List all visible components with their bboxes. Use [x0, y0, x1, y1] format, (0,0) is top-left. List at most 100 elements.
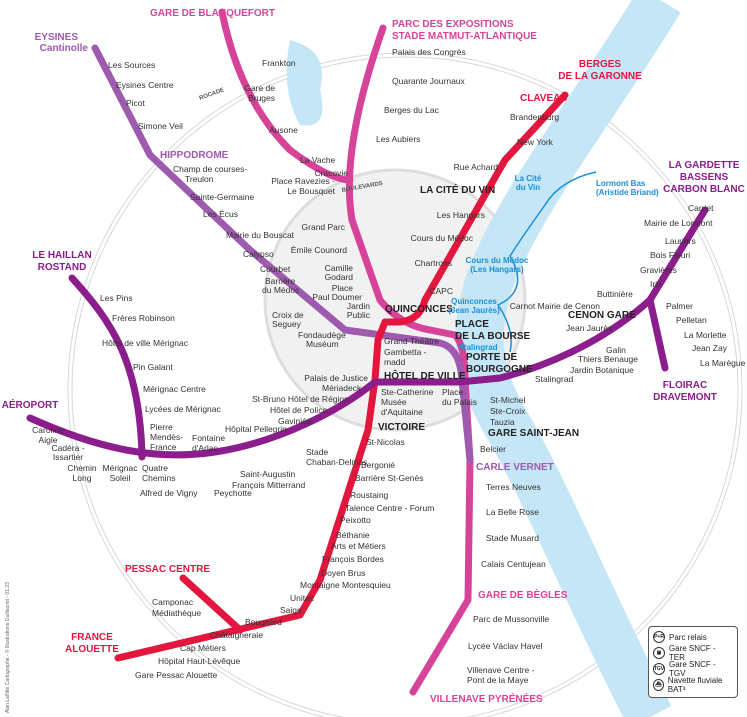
station-label[interactable]: Ste-Croix — [490, 406, 526, 416]
station-label[interactable]: Palais des Congrès — [392, 47, 466, 57]
station-label[interactable]: Belcier — [480, 444, 506, 454]
station-label[interactable]: Long — [73, 473, 92, 483]
line-d[interactable] — [91, 44, 474, 464]
station-label[interactable]: Paul Doumer — [312, 292, 362, 302]
station-label[interactable]: Berges du Lac — [384, 105, 440, 115]
station-label[interactable]: Peychotte — [214, 488, 252, 498]
station-label[interactable]: Grand Parc — [302, 222, 346, 232]
station-label[interactable]: Les Pins — [100, 293, 133, 303]
station-label[interactable]: Stade Musard — [486, 533, 539, 543]
station-label[interactable]: Alfred de Vigny — [140, 488, 198, 498]
station-label[interactable]: Gravières — [640, 265, 677, 275]
station-label[interactable]: Lycée Václav Havel — [468, 641, 542, 651]
station-label[interactable]: CAPC — [429, 286, 453, 296]
station-label[interactable]: Quatre — [142, 463, 168, 473]
line-a-gardette-branch[interactable] — [646, 206, 709, 304]
station-label[interactable]: Saint-Augustin — [240, 469, 296, 479]
station-label[interactable]: Chartrons — [415, 258, 452, 268]
station-label[interactable]: Grand Théâtre — [384, 336, 439, 346]
station-label[interactable]: Lauriers — [665, 236, 696, 246]
station-label[interactable]: Hôpital Pellegrin — [225, 424, 287, 434]
station-label[interactable]: d'Aquitaine — [381, 407, 423, 417]
station-label[interactable]: Jean Zay — [692, 343, 728, 353]
station-label[interactable]: Camponac — [152, 597, 194, 607]
station-label[interactable]: Jardin — [347, 301, 370, 311]
station-label[interactable]: Cours du Médoc — [411, 233, 474, 243]
station-label[interactable]: Eysines Centre — [116, 80, 174, 90]
station-label[interactable]: Pin Galant — [133, 362, 173, 372]
station-label[interactable]: Mairie du Bouscat — [226, 230, 295, 240]
station-label[interactable]: Seguey — [272, 319, 302, 329]
station-label[interactable]: Stade — [306, 447, 328, 457]
station-label[interactable]: Thiers Benauge — [578, 354, 638, 364]
station-label[interactable]: Caroline — [32, 425, 64, 435]
station-label[interactable]: Tauzia — [490, 417, 515, 427]
station-label[interactable]: Chaban-Delmas — [306, 457, 367, 467]
station-label[interactable]: Mérignac — [103, 463, 139, 473]
station-label[interactable]: Bergonié — [361, 460, 395, 470]
station-label[interactable]: Gare Pessac Alouette — [135, 670, 217, 680]
station-label[interactable]: Villenave Centre - — [467, 665, 535, 675]
station-label[interactable]: Croix de — [272, 310, 304, 320]
station-label[interactable]: Frankton — [262, 58, 296, 68]
station-label[interactable]: Terres Neuves — [486, 482, 541, 492]
station-label[interactable]: Parc de Mussonville — [473, 614, 549, 624]
station-label[interactable]: Barrière St-Genès — [355, 473, 424, 483]
station-label[interactable]: Bois Fleuri — [650, 250, 690, 260]
station-label[interactable]: Godard — [325, 272, 354, 282]
line-c-blanquefort-branch[interactable] — [218, 8, 354, 184]
station-label[interactable]: Brandenburg — [510, 112, 559, 122]
station-label[interactable]: Pont de la Maye — [467, 675, 529, 685]
station-label[interactable]: Les Aubiers — [376, 134, 420, 144]
station-label[interactable]: La Belle Rose — [486, 507, 539, 517]
station-label[interactable]: Carriet — [688, 203, 714, 213]
station-label[interactable]: Barrière — [265, 276, 296, 286]
station-label[interactable]: France — [150, 442, 177, 452]
station-label[interactable]: Public — [347, 310, 371, 320]
station-label[interactable]: Place — [442, 387, 464, 397]
station-label[interactable]: Gaviniès — [278, 416, 311, 426]
station-label[interactable]: St-Michel — [490, 395, 526, 405]
station-label[interactable]: Place — [332, 283, 354, 293]
station-label[interactable]: Les Hangars — [437, 210, 485, 220]
station-label[interactable]: Simone Veil — [138, 121, 183, 131]
station-label[interactable]: Fondaudège — [298, 330, 346, 340]
station-label[interactable]: Frères Robinson — [112, 313, 175, 323]
station-label[interactable]: Gambetta - — [384, 347, 427, 357]
station-label[interactable]: Calypso — [243, 249, 274, 259]
station-label[interactable]: Lycées de Mérignac — [145, 404, 222, 414]
station-label[interactable]: Galin — [606, 345, 626, 355]
station-label[interactable]: François Mitterrand — [232, 480, 305, 490]
station-label[interactable]: Issartier — [53, 452, 83, 462]
station-label[interactable]: Calais Centujean — [481, 559, 546, 569]
station-label[interactable]: Palais de Justice — [304, 373, 368, 383]
station-label[interactable]: Saige — [280, 605, 302, 615]
station-label[interactable]: Palmer — [666, 301, 693, 311]
station-label[interactable]: Cracovie — [314, 168, 348, 178]
station-label[interactable]: Hôtel de ville Mérignac — [102, 338, 189, 348]
station-label[interactable]: Ausone — [269, 125, 298, 135]
station-label[interactable]: La Morlette — [684, 330, 727, 340]
station-label[interactable]: Sainte-Germaine — [190, 192, 255, 202]
station-label[interactable]: Jardin Botanique — [570, 365, 634, 375]
station-label[interactable]: Doyen Brus — [321, 568, 365, 578]
station-label[interactable]: Buttinière — [597, 289, 633, 299]
station-label[interactable]: Muséum — [306, 339, 339, 349]
station-label[interactable]: Pelletan — [676, 315, 707, 325]
station-label[interactable]: du Médoc — [262, 285, 300, 295]
line-b[interactable] — [114, 91, 569, 662]
station-label[interactable]: Le Bousquet — [287, 186, 335, 196]
station-label[interactable]: Cadéra - — [51, 443, 84, 453]
station-label[interactable]: St-Bruno Hôtel de Région — [252, 394, 349, 404]
line-a-floirac-branch[interactable] — [646, 296, 669, 372]
station-label[interactable]: La Vache — [300, 155, 336, 165]
station-label[interactable]: Camille — [325, 263, 354, 273]
station-label[interactable]: Bruges — [248, 93, 275, 103]
station-label[interactable]: du Palais — [442, 397, 477, 407]
station-label[interactable]: Carnot Mairie de Cenon — [510, 301, 601, 311]
line-c[interactable] — [345, 24, 474, 696]
station-label[interactable]: Arts et Métiers — [331, 541, 386, 551]
station-label[interactable]: Béthanie — [336, 530, 370, 540]
station-label[interactable]: Mairie de Lormont — [644, 218, 713, 228]
station-label[interactable]: Gare de — [244, 83, 275, 93]
